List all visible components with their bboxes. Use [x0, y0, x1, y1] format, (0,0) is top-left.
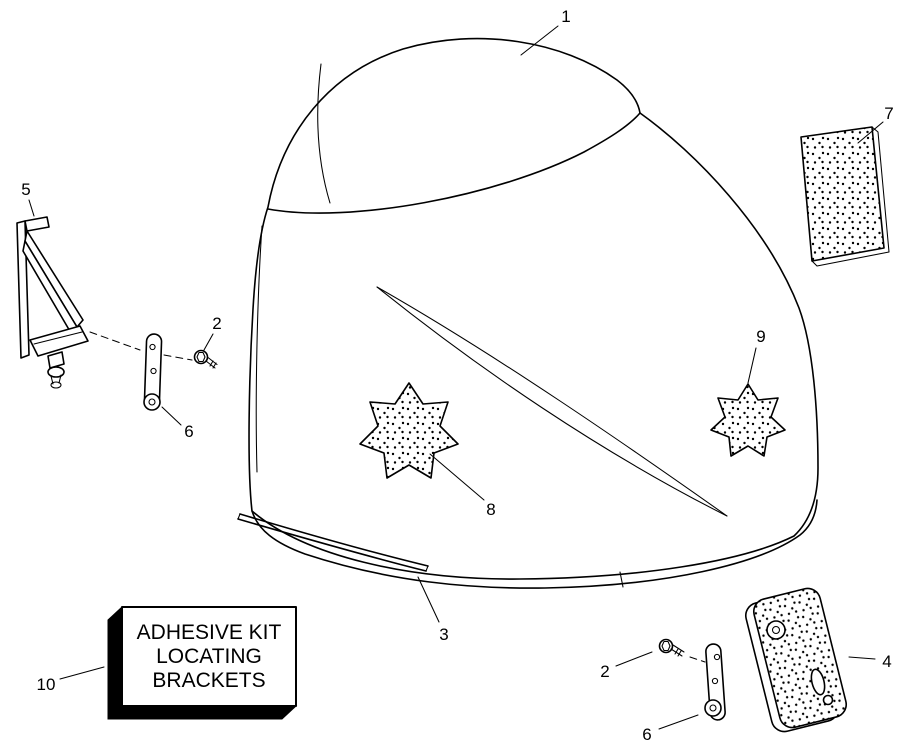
callout-2-left-label: 2	[212, 314, 221, 333]
callout-10: 10	[37, 666, 105, 694]
adhesive-kit-box: ADHESIVE KIT LOCATING BRACKETS	[107, 605, 298, 720]
bracket-6-left-grommet	[143, 393, 161, 411]
callout-3: 3	[417, 576, 449, 644]
callout-1-label: 1	[561, 7, 570, 26]
callout-1-leader	[520, 25, 559, 56]
cover-silhouette	[248, 37, 819, 580]
callout-8-label: 8	[486, 500, 495, 519]
bracket-5-fastener-head	[47, 366, 65, 378]
bracket-5-fastener-tip	[50, 381, 62, 389]
bracket-5-fastener-body	[47, 351, 65, 369]
bracket-6-right-grommet	[704, 699, 722, 717]
bracket-5	[16, 216, 89, 389]
callout-2-right: 2	[600, 651, 653, 681]
bracket-5-foot-line	[33, 331, 83, 345]
callout-7-label: 7	[884, 104, 893, 123]
callout-10-label: 10	[37, 675, 56, 694]
screw-2-right-hex	[661, 640, 671, 652]
screw-2-right	[658, 638, 685, 657]
callout-2-right-leader	[615, 651, 653, 667]
plate-4	[745, 587, 847, 733]
callout-10-leader	[59, 666, 105, 680]
bracket-6-left-hole-mid	[150, 367, 157, 375]
bracket-6-right	[704, 643, 726, 721]
callout-4-label: 4	[882, 652, 891, 671]
cover-left-seam	[255, 225, 263, 473]
callout-6-right-leader	[658, 714, 699, 730]
callout-4-leader	[848, 656, 876, 660]
callout-6-left-label: 6	[184, 422, 193, 441]
callout-7: 7	[857, 104, 894, 144]
callout-6-right-label: 6	[642, 725, 651, 744]
bracket-6-left-grommet-hole	[148, 398, 156, 406]
cover-front-crease	[317, 63, 331, 204]
plate-4-grommet-hole	[771, 625, 781, 635]
screw-2-left	[193, 349, 218, 369]
bracket-6-right-hole-mid	[711, 677, 719, 685]
trim-strip-3-bottom	[237, 518, 427, 572]
callout-5-leader	[28, 199, 35, 217]
engine-cover	[248, 37, 819, 589]
callout-2-left: 2	[203, 314, 222, 351]
plate-4-grommet	[766, 620, 786, 640]
callout-6-right: 6	[642, 714, 699, 744]
trim-strip-3	[237, 513, 429, 572]
bracket-5-gusset-b	[22, 240, 78, 334]
bracket-6-left-hole-top	[149, 343, 156, 351]
plate-4-face	[753, 587, 847, 729]
callout-3-leader	[417, 576, 440, 623]
pad-7	[800, 126, 890, 267]
cover-swoosh-lower	[376, 286, 728, 517]
bracket-6-right-grommet-hole	[709, 704, 717, 712]
cover-top-seam	[267, 112, 641, 214]
bracket-5-top-flange	[24, 216, 50, 232]
plate-4-small-hole	[822, 694, 834, 706]
bracket-5-gusset-a	[24, 230, 84, 328]
star-patch-9	[710, 383, 786, 457]
cover-swoosh-upper	[376, 286, 728, 517]
cover-bottom-rim	[251, 499, 818, 589]
callout-5-label: 5	[21, 180, 30, 199]
callout-9-leader	[747, 347, 757, 384]
bracket-6-right-hole-top	[713, 653, 721, 661]
screw-2-left-head	[193, 349, 209, 365]
callout-9: 9	[747, 327, 766, 384]
callout-8: 8	[429, 453, 496, 519]
bracket-6-left	[143, 333, 163, 411]
callout-9-label: 9	[756, 327, 765, 346]
pad-7-face	[800, 126, 885, 262]
callout-5: 5	[21, 180, 35, 217]
assembly-dash-left2	[163, 354, 193, 361]
callout-2-left-leader	[203, 333, 214, 351]
callout-8-leader	[429, 453, 485, 501]
screw-2-left-hex	[196, 351, 206, 363]
plate-4-slot	[810, 668, 826, 696]
bracket-5-foot	[29, 325, 89, 357]
callout-2-right-label: 2	[600, 662, 609, 681]
adhesive-kit-line-3: BRACKETS	[152, 669, 265, 692]
cover-rim-notch	[619, 571, 624, 588]
callout-7-leader	[857, 121, 884, 144]
callout-1: 1	[520, 7, 571, 56]
assembly-dash-left	[89, 331, 141, 351]
screw-2-right-head	[658, 638, 674, 654]
assembly-dash-right	[689, 656, 706, 663]
trim-strip-3-top	[239, 513, 429, 567]
pad-7-thickness	[811, 126, 890, 267]
callout-4: 4	[848, 652, 892, 671]
adhesive-kit-line-1: ADHESIVE KIT	[137, 621, 282, 644]
star-patch-8	[359, 382, 459, 479]
screw-2-left-shank	[205, 356, 218, 369]
adhesive-kit-box-face	[121, 606, 297, 707]
trim-strip-3-endcaps	[237, 513, 429, 572]
callout-6-left: 6	[161, 406, 194, 441]
callout-3-label: 3	[439, 625, 448, 644]
screw-2-right-shank	[670, 644, 685, 657]
callout-6-left-leader	[161, 406, 182, 426]
adhesive-kit-line-2: LOCATING	[156, 645, 262, 668]
